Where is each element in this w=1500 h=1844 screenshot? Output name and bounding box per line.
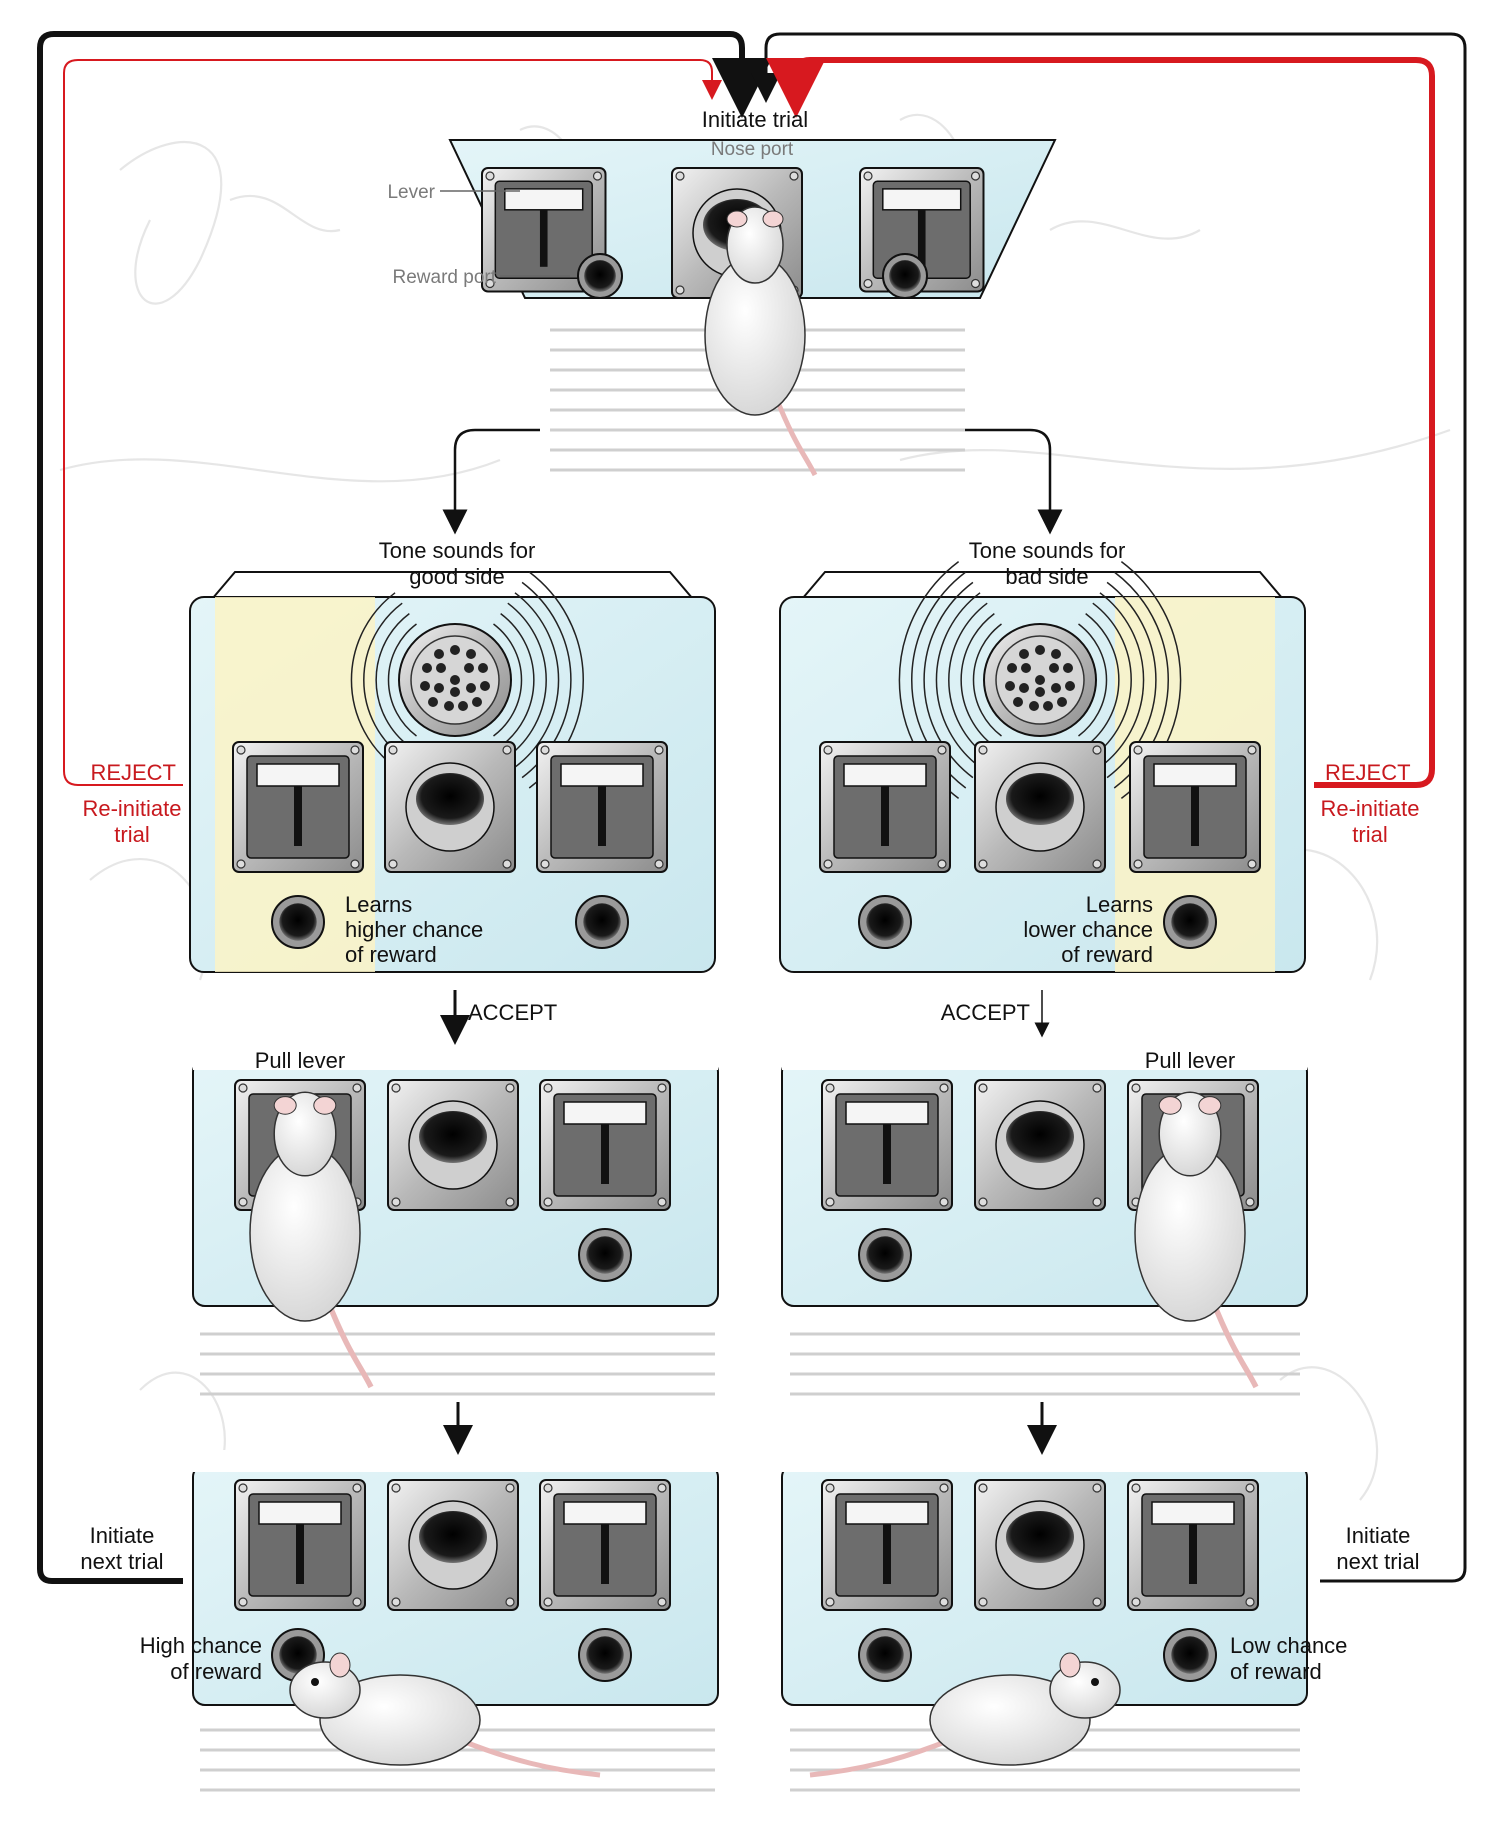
flow-arrows <box>37 31 1467 1584</box>
left-outcome-line2: of reward <box>170 1659 262 1684</box>
rat-icon <box>809 1652 1121 1778</box>
nose-port-label: Nose port <box>711 139 794 160</box>
lever-icon <box>1127 1479 1259 1611</box>
right-learns-line3: of reward <box>1061 942 1153 967</box>
left-next-line2: next trial <box>80 1549 163 1574</box>
left-tone-line1: Tone sounds for <box>379 538 536 563</box>
apparatus-components <box>232 167 1261 1778</box>
left-tone-line2: good side <box>409 564 504 589</box>
lever-icon <box>821 1479 953 1611</box>
right-reject-label: REJECT <box>1325 760 1411 785</box>
reward-port-icon <box>1163 1628 1217 1682</box>
reward-port-icon <box>882 253 928 299</box>
labels: Initiate trial Nose port Lever Reward po… <box>80 107 1419 1684</box>
left-learns-line1: Learns <box>345 892 412 917</box>
split-arrow-left <box>442 428 540 535</box>
split-arrow-right <box>965 428 1063 535</box>
right-reinit-line1: Re-initiate <box>1320 796 1419 821</box>
right-outcome-line2: of reward <box>1230 1659 1322 1684</box>
left-learns-line2: higher chance <box>345 917 483 942</box>
left-outcome-line1: High chance <box>140 1633 262 1658</box>
nose-port-icon <box>974 1079 1106 1211</box>
reward-port-icon <box>575 895 629 949</box>
lever-icon <box>1129 741 1261 873</box>
reward-port-icon <box>1163 895 1217 949</box>
left-accept-label: ACCEPT <box>468 1000 557 1025</box>
left-reinit-line1: Re-initiate <box>82 796 181 821</box>
left-reject-label: REJECT <box>90 760 176 785</box>
nose-port-icon <box>387 1479 519 1611</box>
lever-icon <box>819 741 951 873</box>
reward-port-icon <box>578 1228 632 1282</box>
lever-icon <box>481 167 607 293</box>
lever-icon <box>234 1479 366 1611</box>
right-next-line1: Initiate <box>1346 1523 1411 1548</box>
left-next-trial-path <box>37 31 772 1584</box>
nose-port-icon <box>384 741 516 873</box>
rat-icon <box>249 1091 374 1389</box>
reward-port-icon <box>858 1628 912 1682</box>
left-learns-line3: of reward <box>345 942 437 967</box>
lever-icon <box>821 1079 953 1211</box>
right-tone-line2: bad side <box>1005 564 1088 589</box>
left-pull-lever-label: Pull lever <box>255 1048 345 1073</box>
nose-port-icon <box>387 1079 519 1211</box>
right-accept-label: ACCEPT <box>941 1000 1030 1025</box>
initiate-trial-label: Initiate trial <box>702 107 808 132</box>
reward-port-icon <box>271 895 325 949</box>
right-reject-path <box>766 57 1435 788</box>
lever-icon <box>539 1479 671 1611</box>
left-reject-path <box>63 59 722 786</box>
right-next-trial-path <box>751 32 1467 1583</box>
rat-icon <box>704 206 818 477</box>
reward-port-label: Reward port <box>393 267 497 288</box>
reward-port-icon <box>858 1228 912 1282</box>
lever-label: Lever <box>387 182 435 203</box>
reward-port-icon <box>578 1628 632 1682</box>
rat-icon <box>289 1652 601 1778</box>
nose-port-icon <box>974 741 1106 873</box>
left-reinit-line2: trial <box>114 822 149 847</box>
lever-icon <box>536 741 668 873</box>
nose-port-icon <box>974 1479 1106 1611</box>
speaker-icon <box>898 561 1182 799</box>
reward-port-icon <box>858 895 912 949</box>
right-pull-lever-label: Pull lever <box>1145 1048 1235 1073</box>
right-learns-line1: Learns <box>1086 892 1153 917</box>
right-reinit-line2: trial <box>1352 822 1387 847</box>
reward-port-icon <box>577 253 623 299</box>
right-learns-line2: lower chance <box>1023 917 1153 942</box>
right-tone-line1: Tone sounds for <box>969 538 1126 563</box>
right-outcome-line1: Low chance <box>1230 1633 1347 1658</box>
right-next-line2: next trial <box>1336 1549 1419 1574</box>
speaker-icon <box>350 571 584 789</box>
rat-icon <box>1134 1091 1259 1389</box>
lever-icon <box>539 1079 671 1211</box>
lever-icon <box>232 741 364 873</box>
left-next-line1: Initiate <box>90 1523 155 1548</box>
